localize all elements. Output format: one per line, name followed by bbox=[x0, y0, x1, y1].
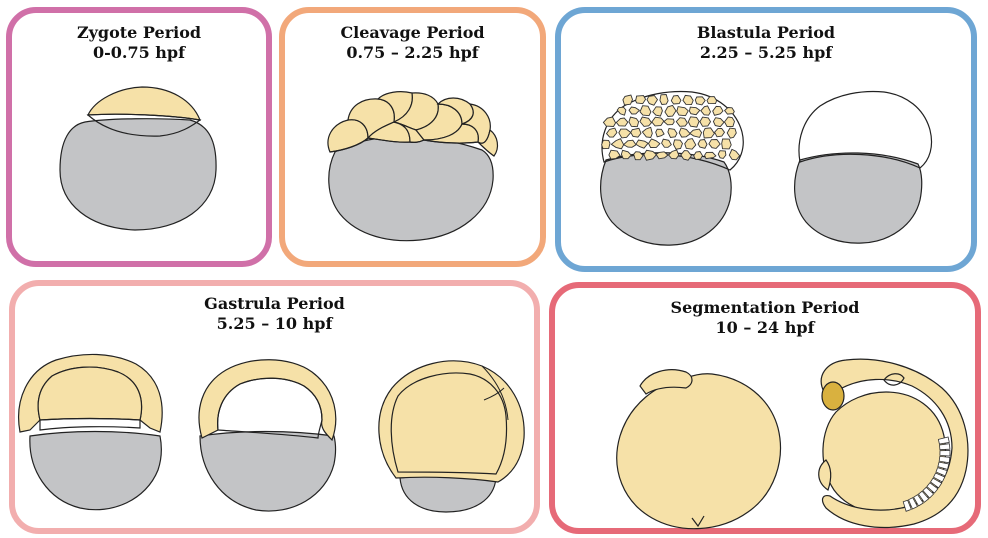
gastrula-2-envelope bbox=[199, 360, 336, 440]
blastomere-cell bbox=[671, 96, 681, 105]
blastomere-cell bbox=[713, 118, 724, 127]
blastomere-cell bbox=[685, 139, 696, 150]
blastomere-cell bbox=[694, 152, 703, 160]
segmentation-late-eye bbox=[822, 382, 844, 410]
blastomere-cell bbox=[703, 128, 714, 138]
blastomere-cell bbox=[729, 149, 739, 159]
blastomere-cell bbox=[624, 140, 636, 147]
blastomere-cell bbox=[725, 108, 735, 115]
gastrula-1-margin bbox=[40, 419, 140, 431]
blastomere-cell bbox=[665, 105, 676, 116]
blastomere-cell bbox=[679, 128, 690, 137]
segmentation-early-body bbox=[617, 374, 781, 529]
blastomere-cell bbox=[619, 129, 631, 138]
blastomere-cell bbox=[660, 95, 668, 105]
blastomere-cell bbox=[705, 152, 716, 158]
zygote-embryo bbox=[60, 87, 216, 230]
segmentation-embryo-late bbox=[819, 359, 968, 527]
blastomere-cell bbox=[707, 97, 717, 104]
blastomere-cell bbox=[642, 127, 652, 137]
somite bbox=[940, 451, 950, 457]
blastomere-cell bbox=[649, 139, 660, 148]
blastula-early-yolk bbox=[601, 153, 732, 245]
blastomere-cell bbox=[669, 150, 679, 159]
blastomere-cell bbox=[676, 118, 687, 127]
blastomere-cell bbox=[629, 117, 639, 127]
blastomere-cell bbox=[677, 107, 689, 116]
blastomere-cell bbox=[689, 107, 699, 115]
blastula-late-yolk bbox=[795, 153, 922, 243]
gastrula-embryo-1 bbox=[19, 354, 163, 509]
blastomere-cell bbox=[718, 151, 726, 159]
gastrula-3-yolk bbox=[400, 475, 496, 512]
blastomere-cell bbox=[668, 129, 677, 138]
blastula-early-cells bbox=[602, 95, 740, 161]
blastomere-cell bbox=[664, 119, 674, 125]
blastomere-cell bbox=[640, 106, 651, 116]
cleavage-embryo bbox=[328, 92, 497, 241]
segmentation-embryo-early bbox=[617, 370, 781, 529]
cleavage-yolk bbox=[329, 137, 493, 241]
blastomere-cell bbox=[725, 117, 735, 127]
blastomere-cell bbox=[695, 97, 705, 105]
blastomere-cell bbox=[715, 129, 725, 137]
blastomere-cell bbox=[713, 106, 723, 115]
blastomere-cell bbox=[631, 128, 641, 137]
blastomere-cell bbox=[623, 95, 633, 105]
blastomere-cell bbox=[616, 118, 628, 126]
blastomere-cell bbox=[701, 106, 711, 115]
blastomere-cell bbox=[656, 129, 664, 137]
segmentation-late-tail bbox=[819, 460, 831, 490]
blastomere-cell bbox=[722, 139, 732, 149]
blastomere-cell bbox=[603, 117, 615, 127]
blastomere-cell bbox=[652, 117, 664, 126]
blastomere-cell bbox=[640, 117, 652, 126]
gastrula-2-yolk bbox=[200, 432, 336, 512]
blastomere-cell bbox=[662, 139, 672, 147]
blastomere-cell bbox=[709, 140, 720, 149]
blastula-embryo-late bbox=[795, 92, 932, 244]
blastomere-cell bbox=[602, 140, 610, 149]
blastomere-cell bbox=[700, 117, 711, 126]
somite bbox=[940, 444, 950, 450]
blastomere-cell bbox=[673, 140, 682, 149]
blastomere-cell bbox=[617, 107, 626, 115]
blastomere-cell bbox=[690, 129, 702, 137]
blastomere-cell bbox=[607, 128, 617, 137]
blastomere-cell bbox=[698, 140, 707, 149]
gastrula-1-yolk bbox=[30, 432, 161, 510]
blastomere-cell bbox=[727, 128, 736, 138]
blastomere-cell bbox=[611, 139, 623, 149]
blastomere-cell bbox=[688, 117, 699, 127]
blastomere-cell bbox=[653, 107, 663, 116]
blastomere-cell bbox=[647, 96, 658, 106]
blastomere-cell bbox=[636, 140, 648, 148]
blastula-embryo-early bbox=[601, 92, 744, 246]
gastrula-3-envelope bbox=[379, 361, 524, 482]
blastomere-cell bbox=[636, 96, 646, 104]
gastrula-embryo-2 bbox=[199, 360, 336, 511]
gastrula-embryo-3 bbox=[379, 361, 524, 512]
blastomere-cell bbox=[629, 107, 639, 114]
blastomere-cell bbox=[683, 95, 693, 104]
